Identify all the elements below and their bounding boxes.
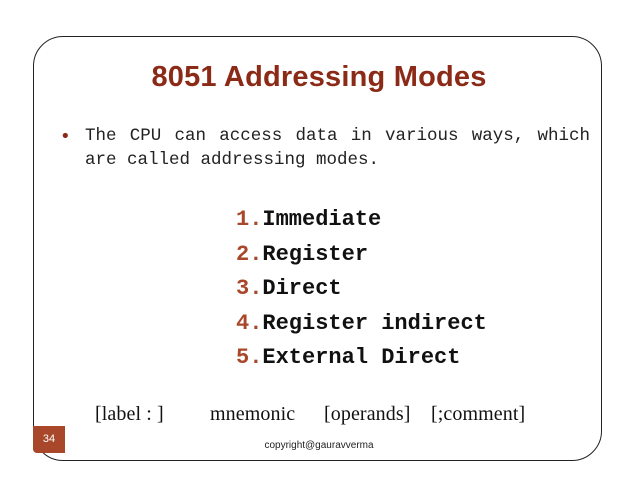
instruction-syntax: [label : ] mnemonic [operands] [;comment] <box>95 403 525 426</box>
mode-number: 4. <box>236 310 263 336</box>
mode-number: 5. <box>236 345 263 370</box>
mode-number: 3. <box>236 276 263 301</box>
slide-number-badge: 34 <box>33 426 65 453</box>
syntax-label: [label : ] <box>95 403 164 425</box>
mode-label: Immediate <box>262 207 382 232</box>
mode-item-register-indirect: 4.Register indirect <box>236 307 487 342</box>
bullet-paragraph: • The CPU can access data in various way… <box>60 124 590 172</box>
slide-title: 8051 Addressing Modes <box>151 61 487 93</box>
mode-item-external-direct: 5.External Direct <box>236 341 487 376</box>
bullet-text: The CPU can access data in various ways,… <box>85 126 590 170</box>
mode-item-direct: 3.Direct <box>236 272 487 307</box>
mode-item-immediate: 1.Immediate <box>236 203 487 238</box>
mode-label: Direct <box>262 276 342 301</box>
addressing-mode-list: 1.Immediate 2.Register 3.Direct 4.Regist… <box>236 203 487 376</box>
syntax-mnemonic: mnemonic <box>210 403 296 425</box>
bullet-dot-icon: • <box>60 126 71 147</box>
mode-item-register: 2.Register <box>236 238 487 273</box>
syntax-operands: [operands] <box>324 403 411 425</box>
mode-label: External Direct <box>262 345 461 370</box>
syntax-comment: [;comment] <box>431 403 526 425</box>
copyright-footer: copyright@gauravverma <box>264 440 374 451</box>
mode-label: Register indirect <box>262 310 487 336</box>
mode-number: 1. <box>236 207 263 232</box>
mode-label: Register <box>262 241 369 267</box>
slide-frame <box>33 36 602 461</box>
mode-number: 2. <box>236 241 263 267</box>
